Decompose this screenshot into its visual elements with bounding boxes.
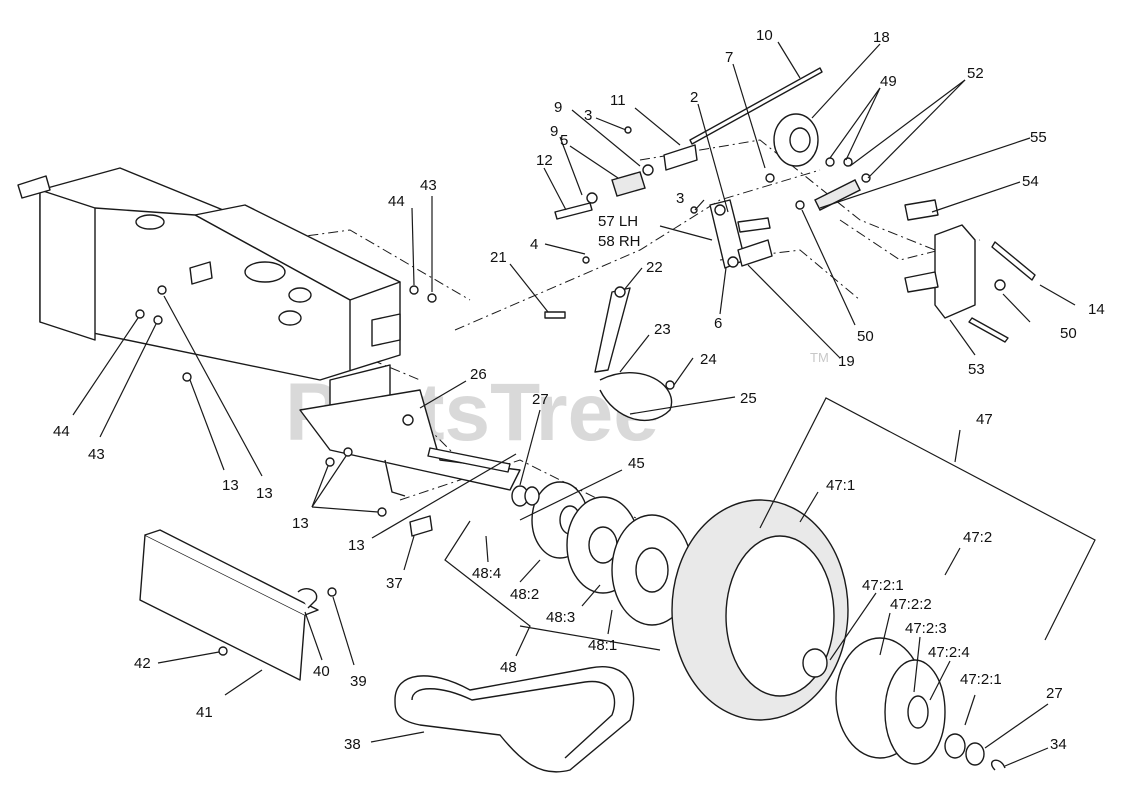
callout-13c: 13 [292,515,309,532]
callout-38: 38 [344,736,361,753]
watermark-trademark: TM [810,350,829,365]
callout-48-1: 48:1 [588,637,617,654]
callout-12: 12 [536,152,553,169]
callout-48: 48 [500,659,517,676]
callout-22: 22 [646,259,663,276]
callout-4: 4 [530,236,538,253]
callout-24: 24 [700,351,717,368]
tension-spring [554,126,698,220]
idler-pulley [773,113,819,167]
callout-26: 26 [470,366,487,383]
hardware-nuts [135,256,590,517]
callout-58rh: 58 RH [598,233,641,250]
callout-47-2-1: 47:2:1 [862,577,904,594]
callout-40: 40 [313,663,330,680]
callout-48-4: 48:4 [472,565,501,582]
callout-19: 19 [838,353,855,370]
callout-43: 43 [420,177,437,194]
callout-7: 7 [725,49,733,66]
callout-55: 55 [1030,129,1047,146]
callout-10: 10 [756,27,773,44]
callout-54: 54 [1022,173,1039,190]
callout-5: 5 [560,132,568,149]
control-rod [689,67,823,145]
callout-13b: 13 [256,485,273,502]
callout-47-2-2: 47:2:2 [890,596,932,613]
leader-lines [72,41,1096,767]
callout-3: 3 [584,107,592,124]
wheel-hub [835,637,1006,771]
mounting-plate [904,199,1036,343]
callout-50: 50 [1060,325,1077,342]
callout-44b: 44 [53,423,70,440]
callout-23: 23 [654,321,671,338]
callout-47-2: 47:2 [963,529,992,546]
callout-43b: 43 [88,446,105,463]
callout-labels: 10 18 7 49 52 11 2 9 3 9 5 55 12 3 54 57… [53,27,1105,753]
callout-13d: 13 [348,537,365,554]
callout-34: 34 [1050,736,1067,753]
belt-guide [139,529,337,681]
callout-53: 53 [968,361,985,378]
callout-49: 49 [880,73,897,90]
callout-45: 45 [628,455,645,472]
callout-21: 21 [490,249,507,266]
callout-47-2-3: 47:2:3 [905,620,947,637]
callout-9b: 9 [550,123,558,140]
callout-50b: 50 [857,328,874,345]
callout-39: 39 [350,673,367,690]
callout-27b: 27 [1046,685,1063,702]
callout-47-2-4: 47:2:4 [928,644,970,661]
callout-11: 11 [610,92,626,109]
callout-37: 37 [386,575,403,592]
callout-2: 2 [690,89,698,106]
callout-13: 13 [222,477,239,494]
washers [427,447,540,507]
callout-3b: 3 [676,190,684,207]
return-spring [765,157,871,211]
callout-41: 41 [196,704,213,721]
callout-42: 42 [134,655,151,672]
drive-tire [671,499,849,721]
callout-25: 25 [740,390,757,407]
callout-14: 14 [1088,301,1105,318]
callout-44: 44 [388,193,405,210]
chassis-frame [17,167,401,411]
callout-47: 47 [976,411,993,428]
callout-27: 27 [532,391,549,408]
idler-arm [544,286,631,373]
drive-belt [394,666,635,773]
callout-9: 9 [554,99,562,116]
callout-18: 18 [873,29,890,46]
callout-48-3: 48:3 [546,609,575,626]
callout-57lh: 57 LH [598,213,638,230]
callout-52: 52 [967,65,984,82]
callout-6: 6 [714,315,722,332]
cable-clip [409,515,433,537]
callout-48-2: 48:2 [510,586,539,603]
pivot-plate [709,199,773,269]
callout-47-1: 47:1 [826,477,855,494]
callout-47-2-1b: 47:2:1 [960,671,1002,688]
